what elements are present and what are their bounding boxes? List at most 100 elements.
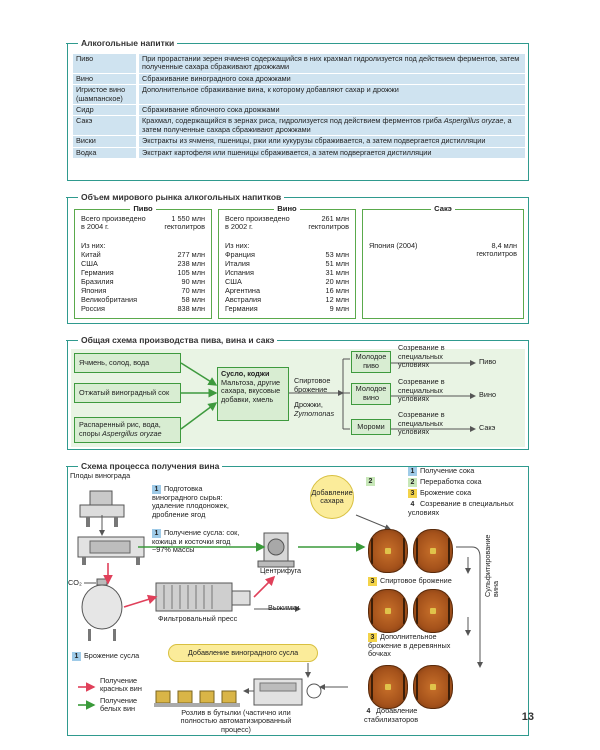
product-wine: Вино (479, 390, 497, 399)
drink-name: Вино (73, 73, 139, 85)
wine-title: Вино (274, 204, 300, 213)
step2-marker: 2 (366, 477, 378, 486)
drink-name: Сакэ (73, 116, 139, 136)
sulfite-label: Сульфитирование вина (483, 534, 501, 597)
drink-name: Сидр (73, 105, 139, 116)
sake-country: Япония (2004) (369, 241, 418, 250)
barrel (368, 529, 408, 573)
drink-name: Пиво (73, 54, 139, 73)
wine-total-label: Всего произведено в 2002 г. (225, 214, 290, 232)
product-sake: Сакэ (479, 423, 496, 432)
barrel (413, 589, 453, 633)
drink-name: Водка (73, 147, 139, 159)
product-beer: Пиво (479, 357, 497, 366)
drink-desc: Крахмал, содержащийся в зернах риса, гид… (139, 116, 525, 136)
wine-process-title: Схема процесса получения вина (65, 461, 223, 471)
wine-column: Вино Всего произведено в 2002 г. 261 млн… (218, 204, 356, 319)
wine-process-panel: Схема процесса получения вина (65, 461, 529, 736)
step-badge: 1 (152, 529, 161, 538)
step-badge: 4 (364, 707, 373, 716)
market-title: Объем мирового рынка алкогольных напитко… (65, 192, 285, 202)
maturation-label-2: Созревание в специальных условиях (398, 377, 445, 404)
beer-title: Пиво (130, 204, 156, 213)
beer-total-label: Всего произведено в 2004 г. (81, 214, 146, 232)
step-badge: 3 (368, 633, 377, 642)
barrel (368, 665, 408, 709)
crusher-machine (79, 490, 125, 527)
beer-from-label: Из них: (81, 241, 106, 250)
yeast-label: Дрожжи,Zymomonas (294, 400, 335, 418)
drink-desc: Сбраживание виноградного сока дрожжами (139, 73, 525, 85)
add-wort-pill: Добавление виноградного сусла (168, 644, 318, 662)
input-grape: Отжатый виноградный сок (74, 383, 181, 403)
maturation-label-1: Созревание в специальных условиях (398, 343, 445, 370)
step-badge: 3 (368, 577, 377, 586)
wort-box: Сусло, коджи Мальтоза, другие сахара, вк… (217, 367, 289, 421)
filter-label: Фильтровальный пресс (158, 614, 238, 623)
wine-process-drawing (77, 490, 483, 710)
production-title: Общая схема производства пива, вина и са… (65, 335, 278, 345)
step-badge: 1 (72, 652, 81, 661)
barrel (413, 529, 453, 573)
wort-text: Мальтоза, другие сахара, вкусовые добавк… (221, 377, 281, 404)
drink-desc: Сбраживание яблочного сока дрожжами (139, 105, 525, 116)
young-wine: Молодое вино (351, 383, 391, 405)
market-panel: Объем мирового рынка алкогольных напитко… (65, 192, 529, 324)
wort-title: Сусло, коджи (221, 369, 270, 378)
grapes-label: Плоды винограда (70, 471, 131, 480)
co2-label: CO₂ (68, 578, 82, 587)
page-number: 13 (521, 711, 534, 723)
filter-press-machine (155, 582, 251, 612)
drink-desc: При прорастании зерен ячменя содержащийс… (139, 54, 525, 73)
drink-desc: Экстракт картофеля или пшеницы сбраживае… (139, 147, 525, 159)
wine-from-label: Из них: (225, 241, 250, 250)
input-barley: Ячмень, солод, вода (74, 353, 181, 373)
centrifuge-machine (257, 532, 295, 568)
red-wine-legend: Получение красных вин (100, 676, 142, 694)
sake-value: 8,4 млн гектолитров (476, 241, 517, 259)
step-badge: 2 (366, 477, 375, 486)
bottling-machine (253, 678, 322, 706)
marc-label: Выжимки (268, 603, 300, 612)
centrifuge-label: Центрифуга (260, 566, 302, 575)
drink-desc: Экстракты из ячменя, пшеницы, ржи или ку… (139, 136, 525, 147)
alcohol-title: Алкогольные напитки (65, 38, 178, 48)
wine-total-value: 261 млн гектолитров (308, 214, 349, 232)
drink-desc: Дополнительное сбраживание вина, к котор… (139, 85, 525, 105)
input-rice: Распаренный рис, вода, споры Aspergillus… (74, 417, 181, 443)
moromi: Мороми (351, 419, 391, 435)
ferment-tank (81, 578, 123, 641)
step-badge: 1 (152, 485, 161, 494)
white-wine-legend: Получение белых вин (100, 696, 138, 714)
ferment-label: Спиртовое брожение (294, 376, 331, 394)
